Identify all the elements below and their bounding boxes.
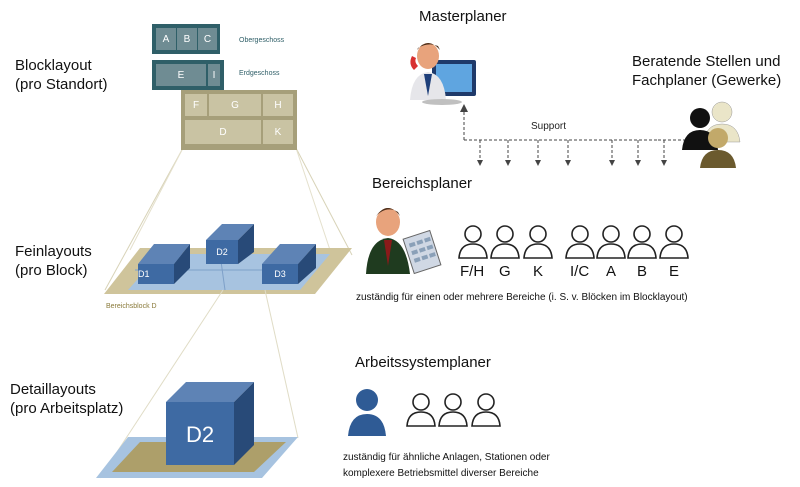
support-label: Support: [531, 121, 567, 132]
blocklayout-title: Blocklayout: [15, 57, 92, 74]
feinlayouts-label: Feinlayouts (pro Block): [15, 242, 92, 280]
block-f: F: [185, 94, 207, 116]
feinlayouts-subtitle: (pro Block): [15, 262, 88, 279]
block-b: B: [177, 28, 197, 50]
block-c: C: [198, 28, 217, 50]
erdgeschoss-caption: Erdgeschoss: [239, 70, 280, 77]
arbeitssystemplaner-desc-line1: zuständig für ähnliche Anlagen, Statione…: [343, 452, 550, 463]
arbeitssystemplaner-title: Arbeitssystemplaner: [355, 354, 491, 371]
blocklayout-label: Blocklayout (pro Standort): [15, 56, 108, 94]
blocklayout-subtitle: (pro Standort): [15, 76, 108, 93]
block-h: H: [263, 94, 293, 116]
area-label-b: B: [637, 263, 648, 280]
bereichsplaner-title: Bereichsplaner: [372, 175, 473, 192]
detaillayouts-label: Detaillayouts (pro Arbeitsplatz): [10, 380, 123, 418]
block-i: I: [208, 64, 220, 86]
bereichsplaner-description: zuständig für einen oder mehrere Bereich…: [356, 292, 688, 303]
beratende-title-line2: Fachplaner (Gewerke): [632, 72, 782, 89]
detaillayouts-title: Detaillayouts: [10, 381, 96, 398]
feinlayouts-title: Feinlayouts: [15, 243, 92, 260]
block-e: E: [156, 64, 206, 86]
block-d: D: [185, 120, 261, 144]
fein-block-d1: D1: [138, 269, 150, 279]
area-label-k: K: [533, 263, 544, 280]
beratende-title-line1: Beratende Stellen und: [632, 53, 781, 70]
block-g: G: [209, 94, 261, 116]
arbeitssystemplaner-description: zuständig für ähnliche Anlagen, Statione…: [343, 450, 550, 482]
area-label-e: E: [669, 263, 680, 280]
masterplaner-title: Masterplaner: [419, 8, 507, 25]
detaillayouts-subtitle: (pro Arbeitsplatz): [10, 400, 124, 417]
area-label-fh: F/H: [460, 263, 485, 280]
fein-block-d3: D3: [274, 269, 286, 279]
bereichsblock-caption: Bereichsblock D: [106, 303, 157, 310]
block-k: K: [263, 120, 293, 144]
area-label-a: A: [606, 263, 617, 280]
obergeschoss-caption: Obergeschoss: [239, 37, 285, 44]
area-label-g: G: [499, 263, 511, 280]
fein-block-d2: D2: [216, 247, 228, 257]
arbeitssystemplaner-desc-line2: komplexere Betriebsmittel diverser Berei…: [343, 468, 539, 479]
beratende-title: Beratende Stellen und Fachplaner (Gewerk…: [632, 52, 781, 90]
area-label-ic: I/C: [570, 263, 590, 280]
block-a: A: [156, 28, 176, 50]
detail-block-d2: D2: [185, 422, 215, 447]
